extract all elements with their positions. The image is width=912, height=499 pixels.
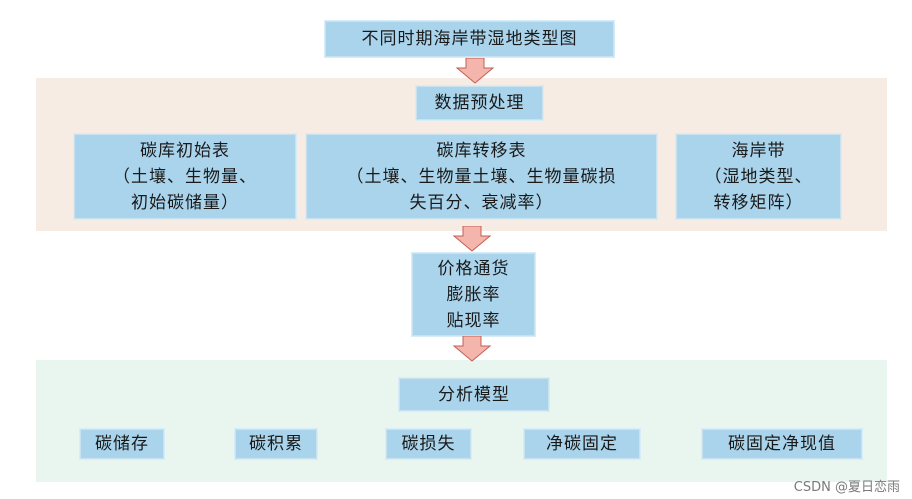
rates-line-3: 贴现率 [446, 310, 501, 331]
analysis-model-label: 分析模型 [438, 384, 510, 405]
wetland-map-box: 不同时期海岸带湿地类型图 [324, 20, 615, 58]
output-label: 碳固定净现值 [728, 434, 836, 454]
coastal-zone-line-2: （湿地类型、 [704, 166, 813, 187]
output-carbon-loss-box: 碳损失 [385, 428, 472, 460]
rates-line-1: 价格通货 [437, 258, 510, 279]
analysis-model-box: 分析模型 [398, 377, 550, 412]
output-label: 净碳固定 [546, 434, 618, 454]
coastal-zone-line-3: 转移矩阵） [713, 192, 804, 213]
transfer-table-line-3: 失百分、衰减率） [409, 192, 554, 213]
coastal-zone-line-1: 海岸带 [731, 140, 786, 161]
transfer-table-line-2: （土壤、生物量土壤、生物量碳损 [346, 166, 617, 187]
initial-table-line-1: 碳库初始表 [140, 140, 230, 161]
output-carbon-accumulation-box: 碳积累 [234, 428, 318, 460]
output-carbon-storage-box: 碳储存 [79, 428, 165, 460]
down-arrow-icon [455, 58, 495, 84]
coastal-zone-box: 海岸带 （湿地类型、 转移矩阵） [675, 133, 842, 220]
preprocessing-box: 数据预处理 [415, 85, 544, 121]
transfer-table-line-1: 碳库转移表 [436, 140, 527, 161]
output-label: 碳积累 [249, 434, 303, 454]
rates-line-2: 膨胀率 [446, 284, 501, 305]
carbon-pool-initial-table-box: 碳库初始表 （土壤、生物量、 初始碳储量） [73, 133, 297, 220]
preprocessing-label: 数据预处理 [434, 93, 525, 113]
watermark: CSDN @夏日恋雨 [793, 480, 900, 495]
price-inflation-discount-box: 价格通货 膨胀率 贴现率 [411, 252, 536, 337]
carbon-pool-transfer-table-box: 碳库转移表 （土壤、生物量土壤、生物量碳损 失百分、衰减率） [305, 133, 658, 220]
initial-table-line-2: （土壤、生物量、 [113, 166, 257, 187]
down-arrow-icon [452, 336, 492, 362]
output-label: 碳损失 [401, 434, 456, 454]
output-label: 碳储存 [95, 434, 149, 454]
wetland-map-label: 不同时期海岸带湿地类型图 [361, 29, 578, 49]
initial-table-line-3: 初始碳储量） [131, 192, 239, 213]
output-sequestration-npv-box: 碳固定净现值 [701, 428, 863, 460]
down-arrow-icon [452, 226, 492, 252]
output-net-sequestration-box: 净碳固定 [523, 428, 641, 460]
